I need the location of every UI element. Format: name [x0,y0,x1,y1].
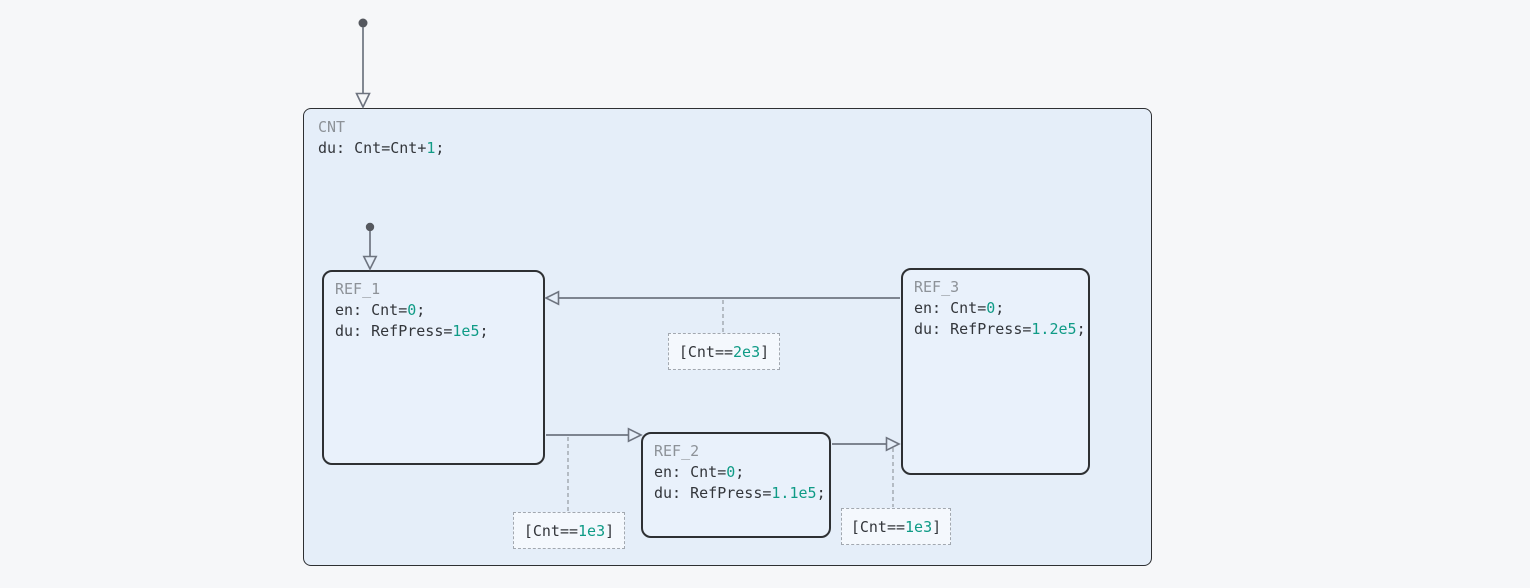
state-ref3-during-action: du: RefPress=1.2e5; [914,319,1088,340]
code-text: ; [995,299,1005,317]
code-text: ; [479,322,489,340]
code-text: du: RefPress= [654,484,772,502]
transition-label-ref3-to-ref1[interactable]: [Cnt==2e3] [668,333,780,370]
condition-text: [Cnt== [523,521,579,540]
condition-text: [Cnt== [678,342,734,361]
condition-text: ] [932,517,942,536]
state-ref3[interactable]: REF_3 en: Cnt=0; du: RefPress=1.2e5; [901,268,1090,475]
state-ref1-during-action: du: RefPress=1e5; [335,321,543,342]
state-ref2-title: REF_2 [654,442,700,460]
numeric-literal: 1e5 [452,322,480,340]
state-ref1-title: REF_1 [335,280,381,298]
numeric-literal: 1e3 [578,521,606,540]
transition-label-ref2-to-ref3[interactable]: [Cnt==1e3] [841,508,951,545]
condition-text: [Cnt== [850,517,906,536]
numeric-literal: 0 [726,463,736,481]
numeric-literal: 0 [986,299,996,317]
state-ref1-entry-action: en: Cnt=0; [335,300,543,321]
code-text: du: Cnt=Cnt+ [318,139,427,157]
default-transition-dot [358,18,368,28]
state-ref2-during-action: du: RefPress=1.1e5; [654,483,829,504]
code-text: du: RefPress= [335,322,453,340]
condition-text: ] [605,521,615,540]
code-text: ; [416,301,426,319]
numeric-literal: 1 [426,139,436,157]
condition-text: ] [760,342,770,361]
arrowhead-down-icon [355,92,371,109]
code-text: ; [735,463,745,481]
numeric-literal: 0 [407,301,417,319]
state-cnt-during-action: du: Cnt=Cnt+1; [318,138,1151,159]
numeric-literal: 1.2e5 [1031,320,1077,338]
numeric-literal: 1e3 [905,517,933,536]
code-text: en: Cnt= [914,299,987,317]
code-text: en: Cnt= [654,463,727,481]
code-text: du: RefPress= [914,320,1032,338]
state-ref1[interactable]: REF_1 en: Cnt=0; du: RefPress=1e5; [322,270,545,465]
code-text: ; [435,139,445,157]
state-ref3-title: REF_3 [914,278,960,296]
state-ref2[interactable]: REF_2 en: Cnt=0; du: RefPress=1.1e5; [641,432,831,538]
transition-label-ref1-to-ref2[interactable]: [Cnt==1e3] [513,512,625,549]
code-text: en: Cnt= [335,301,408,319]
numeric-literal: 1.1e5 [771,484,817,502]
code-text: ; [1076,320,1086,338]
code-text: ; [816,484,826,502]
numeric-literal: 2e3 [733,342,761,361]
default-transition-to-cnt[interactable] [355,18,371,109]
state-cnt-title: CNT [318,118,346,136]
state-ref3-entry-action: en: Cnt=0; [914,298,1088,319]
state-ref2-entry-action: en: Cnt=0; [654,462,829,483]
